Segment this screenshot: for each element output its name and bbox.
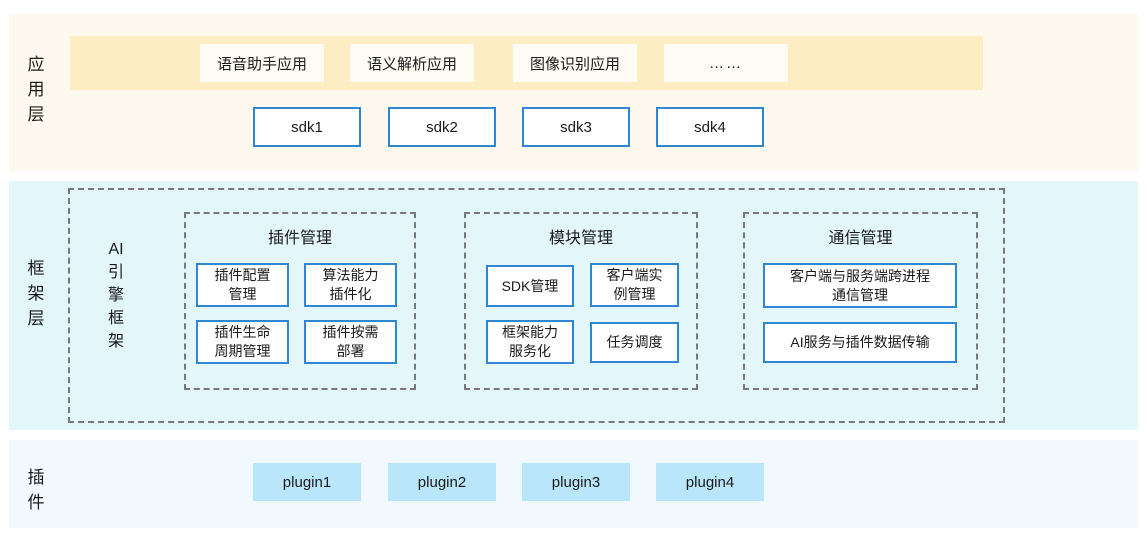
cell-client-server-ipc-management[interactable]: 客户端与服务端跨进程 通信管理 [763, 263, 957, 308]
ai-engine-framework-container [68, 188, 1005, 423]
sdk-box-1[interactable]: sdk1 [253, 107, 361, 147]
cell-plugin-on-demand-deployment[interactable]: 插件按需 部署 [304, 320, 397, 364]
sdk-box-2[interactable]: sdk2 [388, 107, 496, 147]
application-box-ellipsis[interactable]: …… [664, 44, 788, 82]
cell-algorithm-capability-pluginization[interactable]: 算法能力 插件化 [304, 263, 397, 307]
cell-client-instance-management[interactable]: 客户端实 例管理 [590, 263, 679, 307]
sdk-box-3[interactable]: sdk3 [522, 107, 630, 147]
group-title-communication-management: 通信管理 [828, 230, 893, 247]
cell-ai-service-plugin-data-transfer[interactable]: AI服务与插件数据传输 [763, 322, 957, 363]
plugin-box-2[interactable]: plugin2 [388, 463, 496, 501]
sdk-box-4[interactable]: sdk4 [656, 107, 764, 147]
cell-framework-capability-servitization[interactable]: 框架能力 服务化 [486, 320, 574, 364]
ai-engine-framework-label: AI 引 擎 框 架 [107, 241, 124, 350]
plugin-box-4[interactable]: plugin4 [656, 463, 764, 501]
application-layer-label: 应 用 层 [27, 55, 45, 124]
group-module-management [464, 212, 698, 390]
framework-layer-label: 框 架 层 [27, 259, 45, 328]
group-communication-management [743, 212, 978, 390]
group-title-plugin-management: 插件管理 [267, 230, 332, 247]
cell-sdk-management[interactable]: SDK管理 [486, 265, 574, 307]
group-plugin-management [184, 212, 416, 390]
application-box-voice-assistant[interactable]: 语音助手应用 [200, 44, 324, 82]
plugin-box-1[interactable]: plugin1 [253, 463, 361, 501]
group-title-module-management: 模块管理 [548, 230, 613, 247]
plugin-layer-label: 插 件 [27, 468, 45, 512]
cell-plugin-config-management[interactable]: 插件配置 管理 [196, 263, 289, 307]
application-box-semantic-parsing[interactable]: 语义解析应用 [350, 44, 474, 82]
cell-plugin-lifecycle-management[interactable]: 插件生命 周期管理 [196, 320, 289, 364]
plugin-box-3[interactable]: plugin3 [522, 463, 630, 501]
cell-task-scheduling[interactable]: 任务调度 [590, 322, 679, 363]
application-box-image-recognition[interactable]: 图像识别应用 [513, 44, 637, 82]
